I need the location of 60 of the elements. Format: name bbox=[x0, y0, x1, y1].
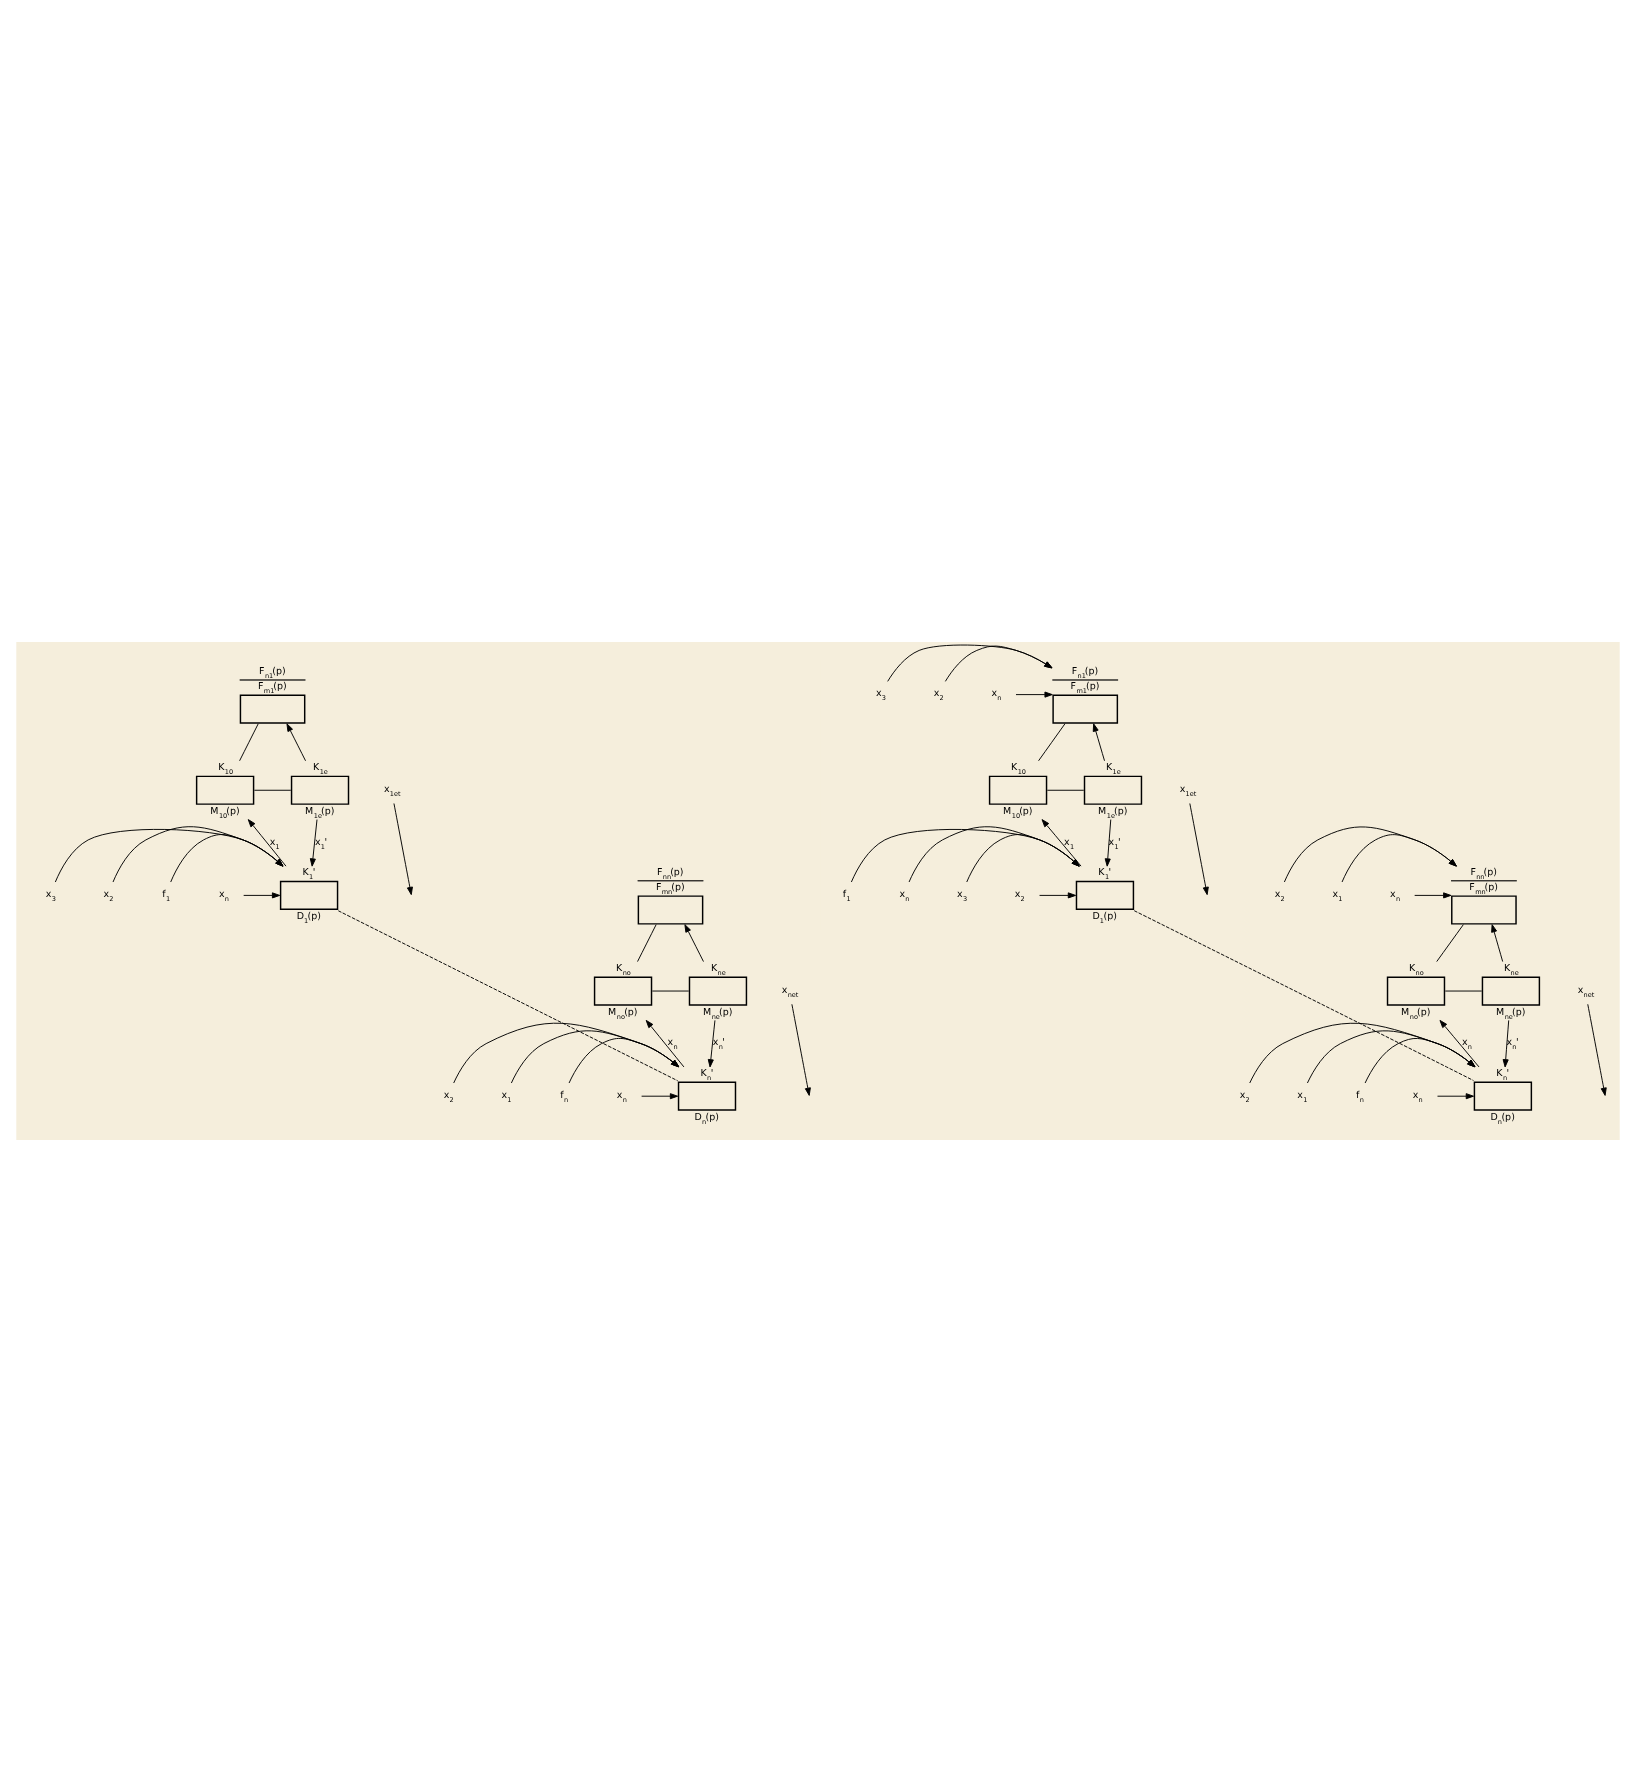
arrow bbox=[791, 1002, 811, 1095]
arrow bbox=[54, 827, 284, 882]
arrow bbox=[1039, 891, 1077, 898]
arrow bbox=[247, 818, 287, 866]
arrow bbox=[908, 825, 1080, 882]
connector bbox=[253, 788, 292, 790]
arrow bbox=[1341, 833, 1457, 882]
arrow bbox=[1502, 1018, 1510, 1067]
arrow bbox=[568, 1036, 680, 1083]
arrow bbox=[645, 1018, 685, 1067]
node-box bbox=[1386, 975, 1446, 1005]
node-box bbox=[290, 774, 350, 804]
connector bbox=[239, 722, 259, 761]
arrow bbox=[1491, 923, 1504, 962]
connector bbox=[1444, 989, 1483, 991]
connector bbox=[1133, 909, 1474, 1080]
arrow bbox=[1414, 891, 1452, 898]
connector bbox=[337, 909, 679, 1081]
arrow bbox=[1015, 690, 1053, 697]
arrow bbox=[850, 828, 1080, 882]
arrow bbox=[1364, 1037, 1476, 1083]
node-box bbox=[677, 1080, 737, 1110]
arrow bbox=[309, 818, 318, 866]
arrow bbox=[887, 643, 1053, 681]
arrow bbox=[1587, 1002, 1607, 1095]
arrow bbox=[510, 1029, 680, 1083]
arrow bbox=[966, 833, 1080, 882]
arrow bbox=[684, 923, 704, 962]
node-box bbox=[1083, 774, 1143, 804]
arrow bbox=[1092, 722, 1105, 761]
arrow bbox=[1283, 825, 1457, 882]
arrow bbox=[1437, 1092, 1474, 1099]
node-box bbox=[1473, 1080, 1533, 1110]
arrow bbox=[170, 833, 284, 882]
arrow bbox=[1249, 1021, 1476, 1083]
arrow bbox=[453, 1021, 680, 1083]
arrow bbox=[1189, 802, 1209, 895]
node-box bbox=[988, 774, 1048, 804]
arrow bbox=[641, 1092, 679, 1099]
node-box bbox=[1075, 879, 1135, 909]
connector bbox=[637, 923, 657, 962]
arrow bbox=[1041, 818, 1082, 866]
node-box bbox=[279, 879, 339, 909]
connector bbox=[651, 989, 690, 991]
arrow bbox=[1439, 1018, 1480, 1067]
arrow bbox=[393, 802, 413, 895]
arrow bbox=[286, 722, 306, 761]
node-box bbox=[1481, 975, 1541, 1005]
connector bbox=[1046, 788, 1085, 790]
node-box bbox=[688, 975, 748, 1005]
connector bbox=[1038, 722, 1066, 761]
arrow bbox=[112, 825, 284, 882]
arrow bbox=[243, 891, 281, 898]
arrow bbox=[1104, 818, 1112, 866]
connector bbox=[1436, 923, 1464, 962]
arrow bbox=[944, 644, 1053, 681]
arrow bbox=[707, 1018, 716, 1067]
node-box bbox=[195, 774, 255, 804]
arrow bbox=[1306, 1029, 1476, 1083]
node-box bbox=[593, 975, 653, 1005]
